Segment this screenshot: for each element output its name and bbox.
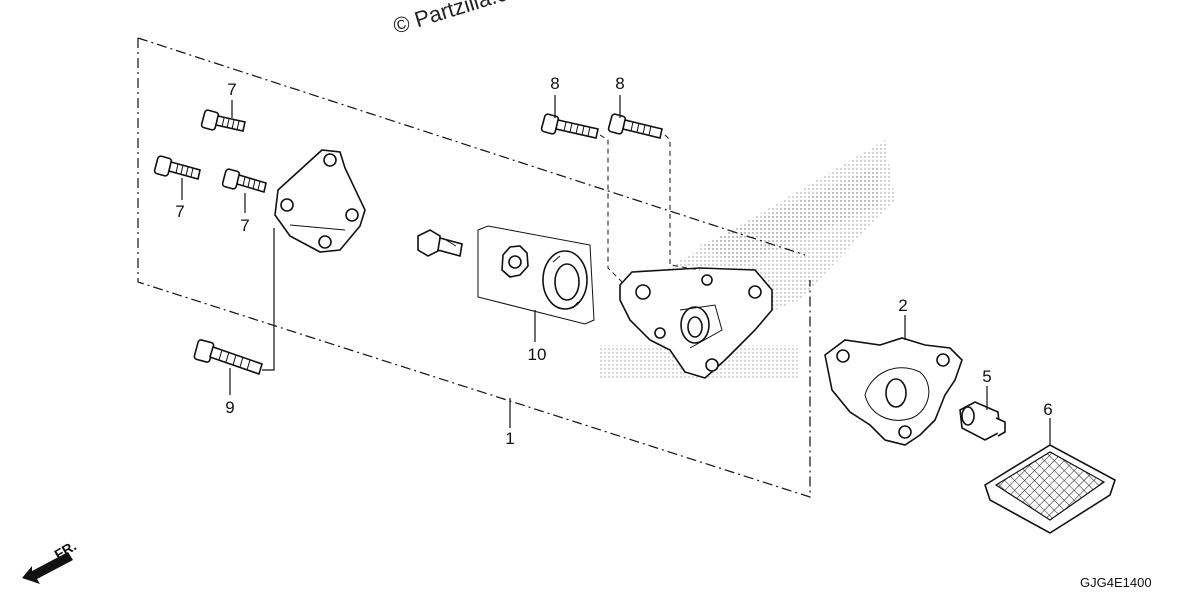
callout-5: 5	[982, 367, 991, 386]
bolt-7-top	[200, 109, 246, 132]
pump-plate	[824, 337, 963, 446]
callout-1: 1	[505, 429, 514, 448]
callout-2: 2	[898, 296, 907, 315]
callout-7: 7	[227, 80, 236, 99]
front-arrow-icon	[22, 552, 73, 584]
diagram-code: GJG4E1400	[1080, 575, 1152, 590]
collar	[959, 401, 1006, 441]
callout-8: 8	[615, 74, 624, 93]
bolt-8-left	[540, 113, 599, 139]
watermark: © Partzilla.com	[390, 0, 539, 39]
pump-shaft	[417, 229, 463, 258]
oil-strainer	[984, 444, 1116, 534]
callout-10: 10	[528, 345, 547, 364]
rotor-set	[477, 225, 595, 325]
bolt-9	[193, 339, 263, 376]
bolt-8-right	[607, 113, 663, 139]
leader-lines	[181, 95, 1051, 445]
pump-body	[619, 267, 773, 379]
assembly-boundary	[137, 37, 811, 498]
bolt-7-mid	[221, 168, 267, 194]
callout-9: 9	[225, 398, 234, 417]
callout-7: 7	[175, 202, 184, 221]
pump-cover	[274, 149, 366, 253]
front-direction-indicator: FR.	[22, 537, 79, 584]
callout-8: 8	[550, 74, 559, 93]
callout-6: 6	[1043, 400, 1052, 419]
bolt-7-left	[153, 155, 201, 180]
callout-7: 7	[240, 216, 249, 235]
